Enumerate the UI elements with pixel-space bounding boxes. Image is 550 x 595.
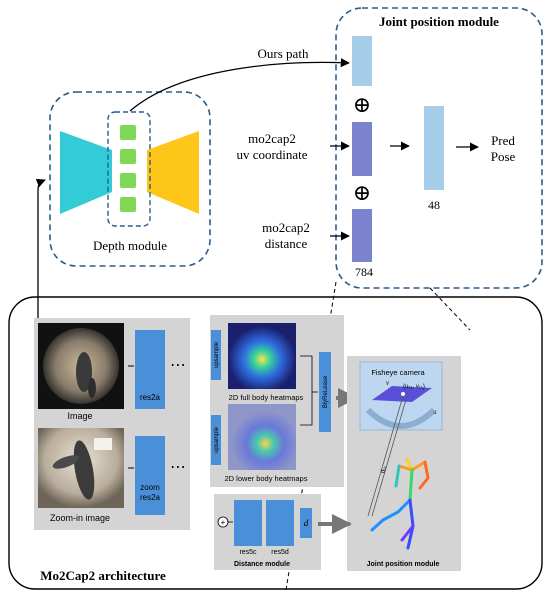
distance-label: d₁₁ — [380, 465, 388, 474]
joint-module-frame — [335, 7, 543, 289]
lower-body-heatmap-label: 2D lower body heatmaps — [225, 474, 308, 483]
uv-label-line1: mo2cap2 — [248, 131, 296, 146]
full-body-heatmap — [228, 323, 296, 389]
mo2cap2-title: Mo2Cap2 architecture — [40, 568, 166, 583]
bottleneck-frame — [107, 111, 151, 227]
zoom-res2a-line1: zoom — [140, 483, 160, 492]
projection-ray-2 — [371, 395, 408, 517]
dim-48-label: 48 — [428, 198, 440, 212]
dist-label-line2: distance — [265, 236, 308, 251]
ours-feature-block — [352, 36, 372, 86]
distance-plus-symbol: + — [221, 518, 226, 527]
d-output-block — [300, 508, 312, 538]
joint-position-module-label: Joint position module — [367, 561, 440, 568]
input-to-depth-arrow — [35, 178, 46, 318]
uv-label-line2: uv coordinate — [236, 147, 307, 162]
distance-feature-block — [352, 209, 372, 262]
plus-symbol-bottom: ⊕ — [353, 180, 371, 205]
lower-body-heatmap — [228, 404, 296, 470]
zoom-connector-right — [429, 287, 471, 331]
decoder-shape — [147, 131, 199, 214]
pred-pose-line1: Pred — [491, 133, 515, 148]
heatmap-connector-top — [300, 355, 313, 426]
bottleneck-cell-3 — [120, 173, 136, 188]
depth-module-frame — [49, 91, 211, 267]
projected-point — [401, 392, 405, 396]
fc-48-block — [424, 106, 444, 190]
bilinear-label: BiyReLease — [323, 375, 329, 408]
zoom-res2a-ellipsis: ⋯ — [170, 459, 186, 476]
zoom-res2a-line2: res2a — [140, 493, 161, 502]
res5c-block — [234, 500, 262, 546]
mo2cap2-frame — [8, 296, 543, 590]
res5d-block — [266, 500, 294, 546]
joint-module-title: Joint position module — [379, 14, 499, 29]
fisheye-coords: (u₁₁, v₁₁) — [403, 384, 425, 390]
zoom-image-label: Zoom-in image — [50, 513, 110, 523]
fisheye-camera-label: Fisheye camera — [371, 368, 425, 377]
fisheye-image-leg — [88, 378, 96, 398]
bottleneck-cell-4 — [120, 197, 136, 212]
res5c-label: res5c — [239, 549, 257, 556]
axis-v-label: v — [386, 379, 390, 387]
zoom-image-arm — [52, 455, 80, 469]
ours-path-label: Ours path — [258, 46, 309, 61]
zoom-image-body — [73, 440, 95, 500]
fisheye-image-body — [76, 352, 92, 392]
res2a-label: res2a — [140, 393, 161, 402]
upsample-label-top: upsample — [214, 341, 220, 368]
res2a-block — [135, 330, 165, 409]
res5d-label: res5d — [271, 549, 289, 556]
image-label: Image — [67, 411, 92, 421]
distance-module-label: Distance module — [234, 561, 290, 568]
upsample-block-top — [211, 330, 221, 380]
bilinear-block — [319, 352, 331, 432]
bottleneck-cell-2 — [120, 149, 136, 164]
dist-label-line1: mo2cap2 — [262, 220, 310, 235]
ours-path-arrow — [129, 58, 350, 112]
zoom-image-paper — [94, 438, 112, 450]
bottleneck-cell-1 — [120, 125, 136, 140]
uv-feature-block — [352, 122, 372, 176]
fisheye-dome — [365, 407, 437, 429]
full-body-heatmap-label: 2D full body heatmaps — [229, 393, 304, 402]
d-symbol: d — [304, 518, 309, 528]
pred-pose-line2: Pose — [491, 149, 516, 164]
upsample-block-bottom — [211, 415, 221, 465]
dim-784-label: 784 — [355, 265, 373, 279]
zoom-res2a-block — [135, 436, 165, 515]
upsample-label-bottom: upsample — [214, 426, 220, 453]
plus-symbol-top: ⊕ — [353, 92, 371, 117]
encoder-shape — [60, 131, 112, 214]
res2a-ellipsis: ⋯ — [170, 357, 186, 374]
skeleton-figure — [370, 457, 430, 550]
depth-module-label: Depth module — [93, 238, 167, 253]
projection-ray — [367, 395, 404, 517]
